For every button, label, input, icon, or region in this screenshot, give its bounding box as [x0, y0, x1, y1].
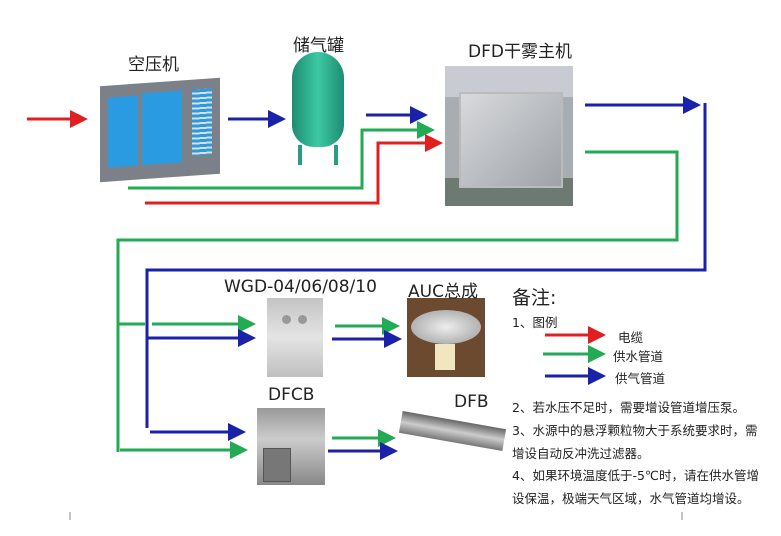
wgd-image	[267, 298, 323, 377]
air-tank-legs	[298, 145, 338, 165]
dfd-host-image	[445, 66, 573, 206]
water-to-dfd	[128, 121, 435, 190]
note-4-cont: 设保温，极端天气区域，水气管道均增设。	[512, 491, 750, 506]
auc-image	[407, 298, 485, 377]
wgd-label: WGD-04/06/08/10	[224, 277, 377, 297]
water-out-dfd	[116, 150, 679, 452]
cable-to-dfd	[145, 134, 443, 205]
dfd-label: DFD干雾主机	[468, 42, 572, 62]
tank-label: 储气罐	[293, 36, 344, 56]
note-3: 3、水源中的悬浮颗粒物大于系统要求时，需	[512, 423, 758, 438]
notes-title: 备注:	[512, 287, 557, 309]
air-compressor-image	[100, 77, 220, 183]
legend-title: 1、图例	[512, 315, 558, 330]
auc-label: AUC总成	[408, 282, 478, 302]
dfcb-label: DFCB	[268, 385, 315, 405]
legend-air-label: 供气管道	[615, 371, 666, 386]
dfb-label: DFB	[454, 392, 489, 412]
legend-water-label: 供水管道	[613, 349, 664, 364]
note-2: 2、若水压不足时，需要增设管道增压泵。	[512, 400, 745, 415]
legend-cable-label: 电缆	[618, 330, 644, 345]
air-main-line	[145, 103, 707, 428]
note-4: 4、如果环境温度低于-5℃时，请在供水管增	[512, 468, 759, 483]
compressor-label: 空压机	[128, 55, 179, 75]
note-3-cont: 增设自动反冲洗过滤器。	[512, 446, 650, 461]
air-tank-image	[292, 52, 344, 147]
dfcb-image	[257, 408, 325, 485]
